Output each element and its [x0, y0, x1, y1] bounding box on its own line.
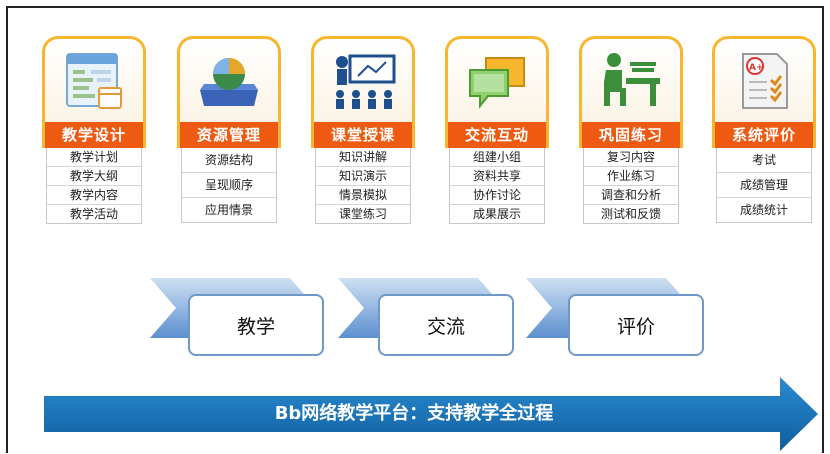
list-item: 调查和分析 [584, 186, 678, 205]
module-title: 交流互动 [445, 122, 549, 148]
list-item: 课堂练习 [338, 207, 387, 221]
module-title: 资源管理 [177, 122, 281, 148]
graded-checklist-icon: A+ [742, 52, 788, 109]
diagram-frame [6, 6, 824, 453]
svg-text:A+: A+ [749, 63, 764, 73]
list-item: 教学活动 [69, 207, 118, 221]
stage-evaluation: 评价 [568, 294, 704, 356]
database-icon [200, 57, 258, 106]
module-title: 课堂授课 [311, 122, 415, 148]
module-teaching-design: 教学设计 教学计划 教学大纲 教学内容 教学活动 [42, 36, 146, 224]
stage-teaching: 教学 [188, 294, 324, 356]
list-item: 教学计划 [47, 148, 141, 167]
list-item: 资料共享 [450, 167, 544, 186]
module-items: 考试 成绩管理 成绩统计 [716, 148, 812, 223]
list-item: 成果展示 [472, 207, 521, 221]
platform-arrow [44, 377, 818, 451]
icon-frame: A+ [712, 36, 816, 122]
platform-banner-text: Bb网络教学平台：支持教学全过程 [274, 403, 554, 424]
list-item: 教学大纲 [47, 167, 141, 186]
module-items: 复习内容 作业练习 调查和分析 测试和反馈 [583, 148, 679, 224]
module-items: 知识讲解 知识演示 情景模拟 课堂练习 [315, 148, 411, 224]
module-interaction: 交流互动 组建小组 资料共享 协作讨论 成果展示 [445, 36, 549, 224]
module-title: 系统评价 [712, 122, 816, 148]
list-item: 组建小组 [450, 148, 544, 167]
icon-frame [311, 36, 415, 122]
list-item: 资源结构 [182, 148, 276, 173]
chat-bubbles-icon [469, 56, 525, 109]
list-item: 复习内容 [584, 148, 678, 167]
module-items: 资源结构 呈现顺序 应用情景 [181, 148, 277, 223]
module-title: 巩固练习 [579, 122, 683, 148]
list-item: 成绩统计 [739, 203, 788, 217]
classroom-icon [336, 54, 396, 109]
list-item: 知识演示 [316, 167, 410, 186]
icon-frame [445, 36, 549, 122]
icon-frame [177, 36, 281, 122]
list-item: 应用情景 [204, 203, 253, 217]
list-item: 考试 [717, 148, 811, 173]
module-resource-management: 资源管理 资源结构 呈现顺序 应用情景 [177, 36, 281, 223]
list-item: 协作讨论 [450, 186, 544, 205]
list-item: 成绩管理 [717, 173, 811, 198]
icon-frame [579, 36, 683, 122]
calendar-icon [66, 52, 122, 109]
list-item: 呈现顺序 [182, 173, 276, 198]
icon-frame [42, 36, 146, 122]
module-practice: 巩固练习 复习内容 作业练习 调查和分析 测试和反馈 [579, 36, 683, 224]
module-title: 教学设计 [42, 122, 146, 148]
stage-communication: 交流 [378, 294, 514, 356]
list-item: 情景模拟 [316, 186, 410, 205]
student-desk-icon [604, 52, 660, 106]
list-item: 测试和反馈 [600, 207, 661, 221]
list-item: 作业练习 [584, 167, 678, 186]
module-classroom-teaching: 课堂授课 知识讲解 知识演示 情景模拟 课堂练习 [311, 36, 415, 224]
module-items: 组建小组 资料共享 协作讨论 成果展示 [449, 148, 545, 224]
list-item: 知识讲解 [316, 148, 410, 167]
module-items: 教学计划 教学大纲 教学内容 教学活动 [46, 148, 142, 224]
list-item: 教学内容 [47, 186, 141, 205]
module-system-evaluation: A+ 系统评价 考试 成绩管理 成绩统计 [712, 36, 816, 223]
